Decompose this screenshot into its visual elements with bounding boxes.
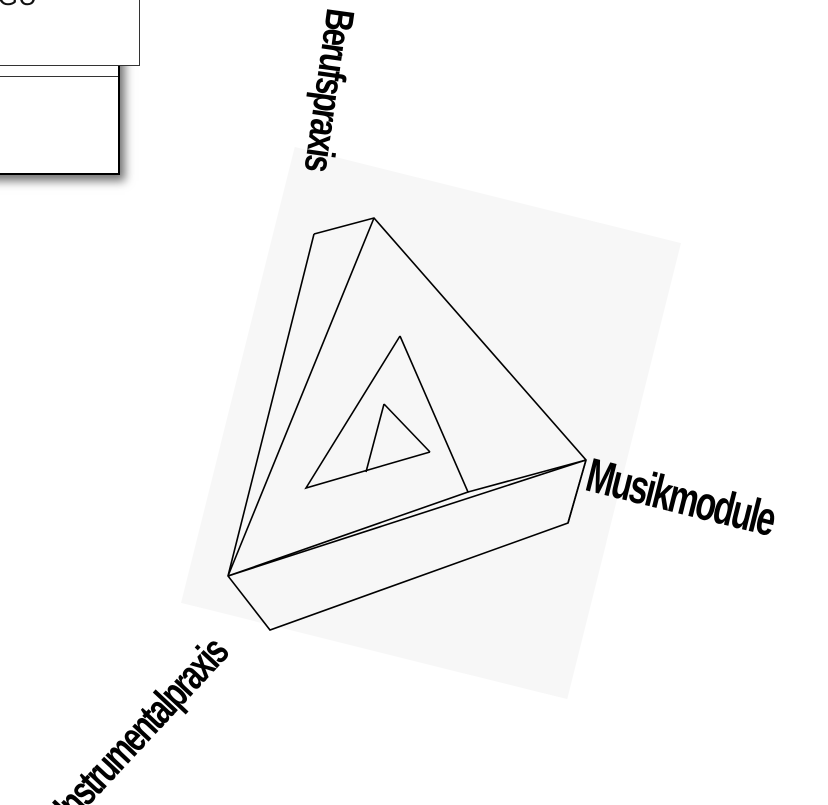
triangle-edge bbox=[468, 460, 586, 492]
triangle-inner-edge bbox=[384, 404, 430, 452]
triangle-outer-edge bbox=[228, 218, 586, 630]
triangle-edge bbox=[228, 460, 586, 576]
triangle-inner-edge bbox=[366, 404, 384, 472]
triangle-inner-edge bbox=[228, 336, 468, 576]
triangle-edge bbox=[228, 218, 374, 576]
